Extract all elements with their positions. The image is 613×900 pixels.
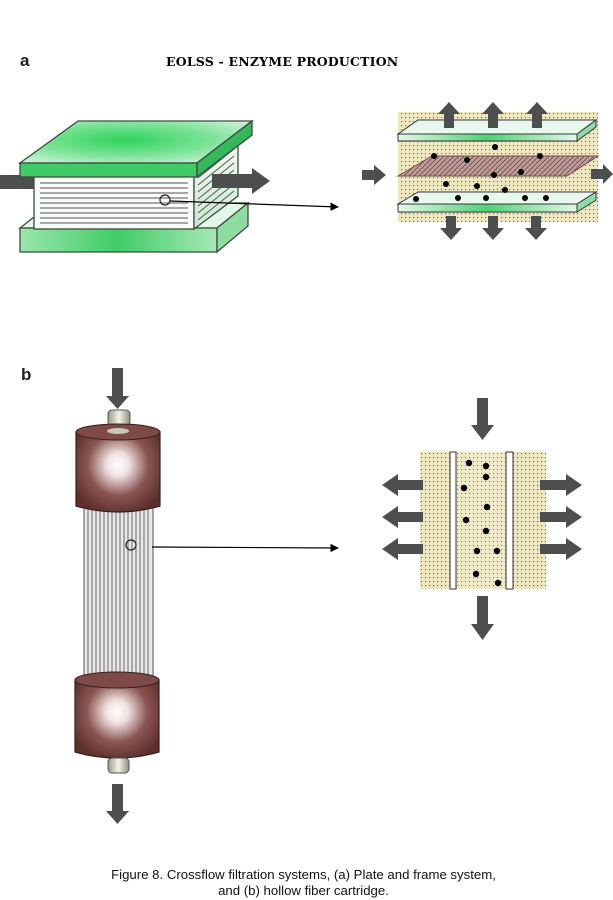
- cartridge-inlet-arrow-icon: [106, 368, 129, 409]
- retentate-outlet-arrow-icon: [212, 168, 270, 194]
- permeate-up-arrow-icon: [526, 102, 548, 128]
- plate-frame-module: [0, 119, 339, 254]
- retentate-out-arrow-icon: [591, 164, 613, 184]
- particle-dots-b: [460, 459, 502, 587]
- hollow-fiber-detail: [382, 398, 582, 640]
- permeate-down-arrow-icon: [525, 216, 547, 240]
- panel-label-a: a: [20, 51, 30, 70]
- plate-frame-detail: [362, 102, 613, 240]
- figure-caption: Figure 8. Crossflow filtration systems, …: [0, 867, 613, 899]
- permeate-down-arrow-icon: [482, 216, 504, 240]
- lumen-outlet-arrow-icon: [471, 596, 494, 640]
- lumen-inlet-arrow-icon: [471, 398, 494, 440]
- page-header: EOLSS - ENZYME PRODUCTION: [166, 54, 399, 69]
- permeate-right-arrow-icon: [540, 538, 582, 560]
- permeate-left-arrow-icon: [382, 506, 423, 528]
- fiber-bundle: [83, 507, 154, 677]
- particle-dots-a: [413, 144, 549, 202]
- permeate-up-arrow-icon: [482, 102, 504, 128]
- permeate-up-arrow-icon: [438, 102, 460, 128]
- permeate-right-arrow-icon: [540, 506, 582, 528]
- magnifier-circle-b: [125, 539, 137, 551]
- panel-label-b: b: [21, 365, 32, 384]
- permeate-left-arrow-icon: [382, 474, 423, 496]
- caption-line-2: and (b) hollow fiber cartridge.: [218, 883, 389, 898]
- callout-arrow-a: [169, 200, 339, 211]
- permeate-right-arrow-icon: [540, 474, 582, 496]
- permeate-down-arrow-icon: [440, 216, 462, 240]
- feed-inlet-arrow-icon: [0, 175, 40, 189]
- permeate-left-arrow-icon: [382, 538, 423, 560]
- cartridge-outlet-arrow-icon: [106, 784, 129, 824]
- magnifier-circle-a: [159, 194, 171, 206]
- feed-in-arrow-icon: [362, 165, 386, 185]
- hollow-fiber-cartridge: [74, 368, 339, 824]
- callout-arrow-b: [151, 543, 339, 553]
- filtration-diagram: [0, 102, 613, 824]
- caption-line-1: Figure 8. Crossflow filtration systems, …: [111, 867, 496, 882]
